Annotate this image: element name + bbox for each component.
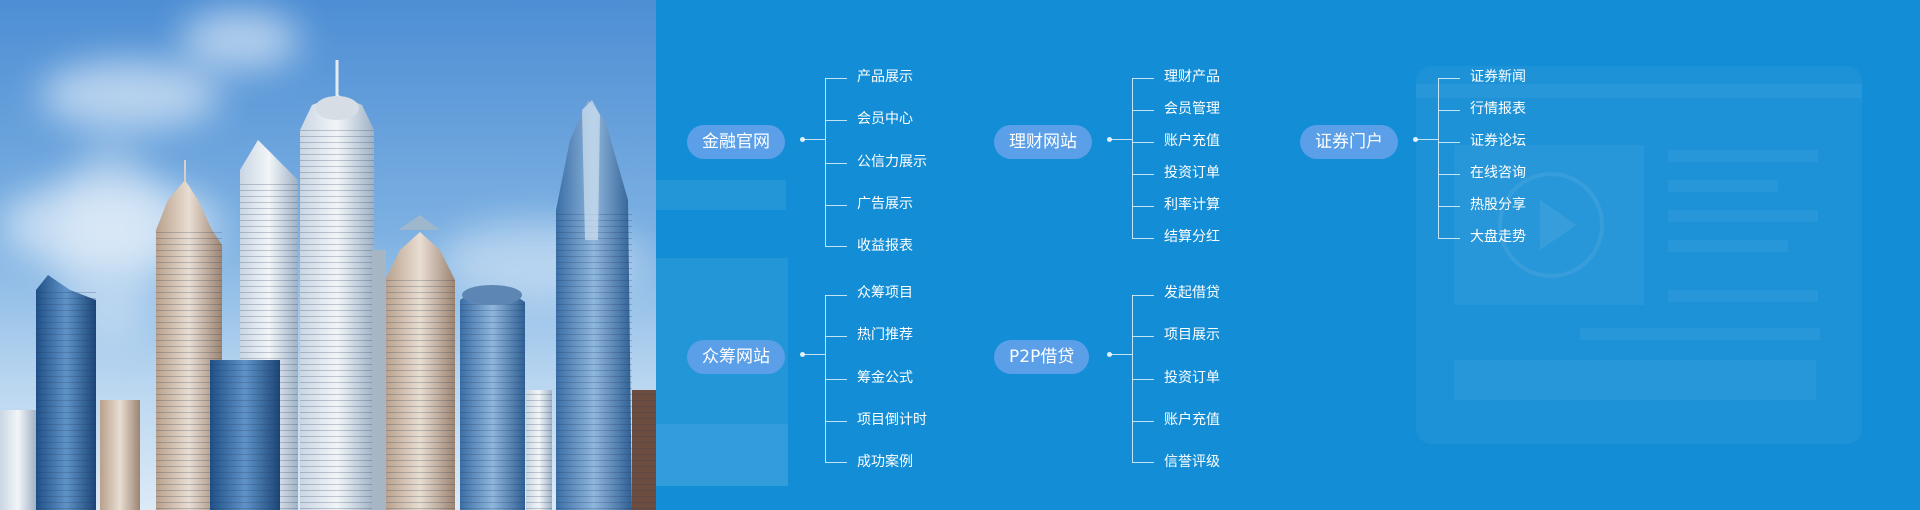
menu-item[interactable]: 热股分享 — [1470, 197, 1526, 213]
group-title-crowdfunding-site[interactable]: 众筹网站 — [687, 340, 785, 374]
menu-item[interactable]: 大盘走势 — [1470, 229, 1526, 245]
menu-item[interactable]: 理财产品 — [1164, 69, 1220, 85]
group-title-wealth-site[interactable]: 理财网站 — [994, 125, 1092, 159]
menu-item[interactable]: 结算分红 — [1164, 229, 1220, 245]
decor-bar — [656, 180, 786, 210]
group-title-securities-portal[interactable]: 证券门户 — [1300, 125, 1398, 159]
menu-item[interactable]: 广告展示 — [857, 196, 913, 212]
menu-item[interactable]: 利率计算 — [1164, 197, 1220, 213]
group-title-p2p-lending[interactable]: P2P借贷 — [994, 340, 1090, 374]
menu-item[interactable]: 项目倒计时 — [857, 412, 927, 428]
menu-item[interactable]: 收益报表 — [857, 238, 913, 254]
menu-item[interactable]: 项目展示 — [1164, 327, 1220, 343]
menu-item[interactable]: 账户充值 — [1164, 133, 1220, 149]
menu-item[interactable]: 公信力展示 — [857, 154, 927, 170]
city-skyline-image — [0, 0, 656, 510]
menu-item[interactable]: 信誉评级 — [1164, 454, 1220, 470]
group-title-financial-site[interactable]: 金融官网 — [687, 125, 785, 159]
menu-item[interactable]: 行情报表 — [1470, 101, 1526, 117]
feature-panel — [656, 0, 1920, 510]
menu-item[interactable]: 证券新闻 — [1470, 69, 1526, 85]
menu-item[interactable]: 在线咨询 — [1470, 165, 1526, 181]
menu-item[interactable]: 投资订单 — [1164, 370, 1220, 386]
menu-item[interactable]: 投资订单 — [1164, 165, 1220, 181]
menu-item[interactable]: 筹金公式 — [857, 370, 913, 386]
menu-item[interactable]: 账户充值 — [1164, 412, 1220, 428]
menu-item[interactable]: 会员中心 — [857, 111, 913, 127]
play-icon — [1498, 172, 1604, 278]
browser-mockup-decor — [1416, 66, 1862, 444]
skyline-illustration — [0, 60, 656, 510]
decor-block — [656, 424, 788, 486]
menu-item[interactable]: 会员管理 — [1164, 101, 1220, 117]
menu-item[interactable]: 众筹项目 — [857, 285, 913, 301]
menu-item[interactable]: 产品展示 — [857, 69, 913, 85]
menu-item[interactable]: 证券论坛 — [1470, 133, 1526, 149]
menu-item[interactable]: 热门推荐 — [857, 327, 913, 343]
menu-item[interactable]: 成功案例 — [857, 454, 913, 470]
menu-item[interactable]: 发起借贷 — [1164, 285, 1220, 301]
